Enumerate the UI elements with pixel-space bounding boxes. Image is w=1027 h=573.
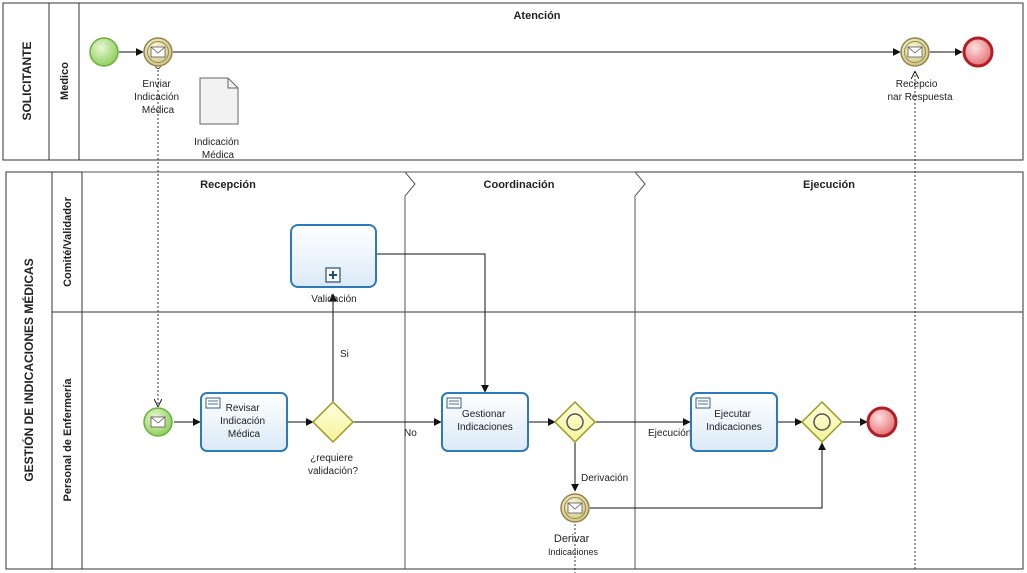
- gateway-inclusive-coordinacion[interactable]: [553, 400, 597, 444]
- send-message-event-enviar[interactable]: [143, 37, 173, 67]
- end-event-solicitante[interactable]: [962, 36, 994, 68]
- message-start-event-enfermeria[interactable]: [143, 407, 173, 437]
- flow-label-derivacion: Derivación: [581, 473, 628, 484]
- start-event-solicitante[interactable]: [89, 37, 119, 67]
- user-task-icon: [205, 397, 221, 409]
- label-gestionar: Gestionar Indicaciones: [457, 409, 513, 433]
- label-validacion: Validación: [311, 294, 356, 305]
- pool-title-solicitante: SOLICITANTE: [20, 41, 34, 120]
- task-gestionar[interactable]: [441, 392, 529, 452]
- subprocess-validacion[interactable]: [290, 224, 377, 288]
- gateway-requiere-validacion[interactable]: [311, 400, 355, 444]
- data-object-indicacion[interactable]: [199, 77, 239, 125]
- label-recepcionar: Recepcio nar Respuesta: [887, 79, 952, 103]
- send-message-event-derivar[interactable]: [560, 493, 590, 523]
- flow-label-ejecucion: Ejecución: [648, 428, 691, 439]
- gateway-inclusive-merge[interactable]: [800, 400, 844, 444]
- pool-solicitante[interactable]: SOLICITANTE Medico Atención: [2, 2, 1024, 161]
- message-flows: [158, 66, 915, 573]
- task-ejecutar[interactable]: [690, 392, 778, 452]
- lane-title-comite: Comité/Validador: [62, 196, 74, 287]
- label-revisar: Revisar Indicación Médica: [220, 403, 268, 440]
- pool-title-gestion: GESTIÓN DE INDICACIONES MÉDICAS: [21, 258, 36, 481]
- lane-title-enfermeria: Personal de Enfermería: [62, 378, 74, 502]
- sequence-flows: [119, 48, 963, 509]
- phase-title-recepcion: Recepción: [200, 179, 256, 191]
- pool-gestion[interactable]: GESTIÓN DE INDICACIONES MÉDICAS Comité/V…: [5, 171, 1024, 570]
- phase-title-ejecucion: Ejecución: [803, 179, 855, 191]
- flow-label-no: No: [404, 428, 417, 439]
- phase-title-atencion: Atención: [513, 10, 560, 22]
- end-event-enfermeria[interactable]: [866, 406, 898, 438]
- lane-title-medico: Medico: [59, 62, 71, 100]
- receive-message-event-recepcionar[interactable]: [900, 37, 930, 67]
- user-task-icon: [695, 397, 711, 409]
- label-derivar: Derivar Indicaciones: [548, 533, 599, 557]
- label-enviar: Enviar Indicación Médica: [134, 79, 182, 116]
- user-task-icon: [446, 397, 462, 409]
- phase-title-coordinacion: Coordinación: [484, 179, 555, 191]
- label-requiere: ¿requiere validación?: [308, 453, 358, 477]
- task-revisar[interactable]: [200, 392, 288, 452]
- label-documento: Indicación Médica: [194, 137, 242, 161]
- flow-label-si: Si: [340, 349, 349, 360]
- label-ejecutar: Ejecutar Indicaciones: [706, 409, 762, 433]
